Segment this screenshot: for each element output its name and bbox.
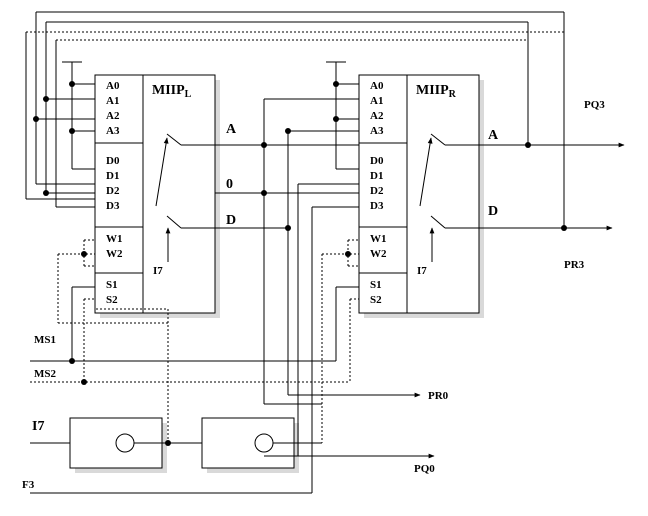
ms2-label: MS2 — [34, 368, 57, 380]
pq3-label: PQ3 — [584, 99, 605, 111]
left-output-a-label: A — [226, 122, 237, 137]
junction-dots — [33, 81, 567, 446]
left-chip-title: MIIPL — [152, 83, 192, 100]
right-pin-a1: A1 — [370, 95, 383, 107]
right-chip: A0 A1 A2 A3 D0 D1 D2 D3 W1 W2 S1 S2 MIIP… — [358, 74, 480, 314]
right-output-a-label: A — [488, 128, 499, 143]
left-pin-a0: A0 — [106, 80, 120, 92]
pr0-label: PR0 — [428, 390, 449, 402]
left-input-wiring — [25, 11, 565, 228]
left-pin-d1: D1 — [106, 170, 119, 182]
left-pin-s2: S2 — [106, 294, 118, 306]
ms1-label: MS1 — [34, 334, 56, 346]
pq0-label: PQ0 — [414, 463, 435, 475]
pr3-label: PR3 — [564, 259, 585, 271]
right-chip-outputs — [479, 142, 625, 231]
right-input-wiring — [215, 83, 359, 493]
left-pin-d0: D0 — [106, 155, 120, 167]
right-pin-d2: D2 — [370, 185, 384, 197]
right-chip-title: MIIPR — [416, 83, 457, 100]
right-pin-d3: D3 — [370, 200, 384, 212]
right-output-d-label: D — [488, 204, 498, 219]
right-pin-a0: A0 — [370, 80, 384, 92]
left-chip-i7-label: I7 — [153, 265, 163, 277]
left-pin-s1: S1 — [106, 279, 118, 291]
right-pin-d0: D0 — [370, 155, 384, 167]
left-pin-w2: W2 — [106, 248, 123, 260]
right-pin-s2: S2 — [370, 294, 382, 306]
left-pin-a1: A1 — [106, 95, 119, 107]
left-pin-d2: D2 — [106, 185, 120, 197]
left-pin-d3: D3 — [106, 200, 120, 212]
f3-label: F3 — [22, 479, 35, 491]
right-pin-a2: A2 — [370, 110, 384, 122]
i7-input-label: I7 — [32, 419, 44, 434]
right-chip-i7-label: I7 — [417, 265, 427, 277]
left-pin-w1: W1 — [106, 233, 123, 245]
right-pin-w2: W2 — [370, 248, 387, 260]
left-control-wiring — [57, 239, 169, 443]
left-pin-a2: A2 — [106, 110, 120, 122]
left-output-zero-label: 0 — [226, 177, 233, 192]
right-pin-w1: W1 — [370, 233, 387, 245]
right-pin-s1: S1 — [370, 279, 382, 291]
left-chip-outputs — [215, 144, 359, 229]
left-output-d-label: D — [226, 213, 236, 228]
right-pin-a3: A3 — [370, 125, 384, 137]
left-chip: A0 A1 A2 A3 D0 D1 D2 D3 W1 W2 S1 S2 MIIP… — [94, 74, 216, 314]
right-pin-d1: D1 — [370, 170, 383, 182]
left-pin-a3: A3 — [106, 125, 120, 137]
